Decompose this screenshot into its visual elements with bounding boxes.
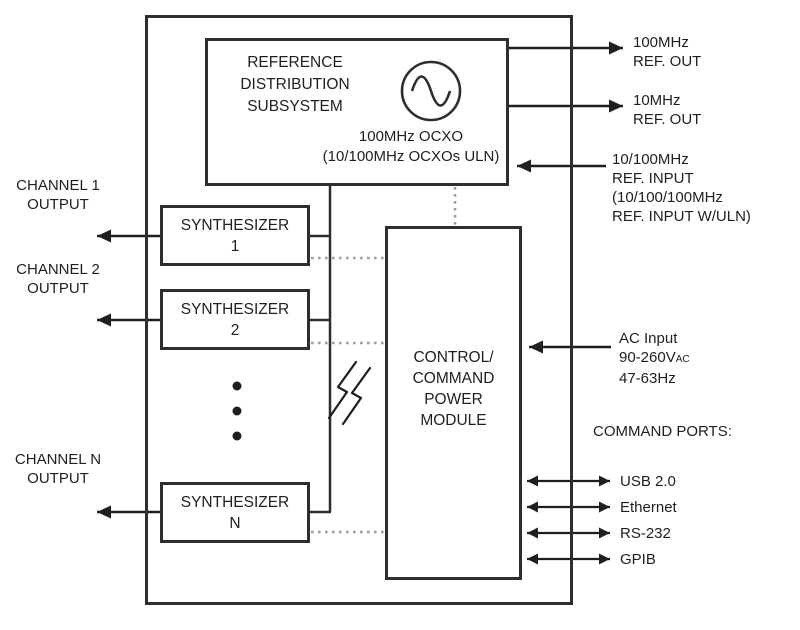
sine-wave-icon [400, 60, 462, 122]
ref-out-label-line: 10MHz [633, 92, 681, 109]
command-port-arrows [527, 475, 610, 565]
synthesizer-1-box: SYNTHESIZER 1 [160, 205, 310, 266]
reference-box-title-line: REFERENCE [247, 54, 343, 71]
ac-input-label-line: 47-63Hz [619, 370, 676, 387]
channel-label-line: OUTPUT [27, 470, 89, 487]
synthesizer-1-number: 1 [230, 237, 240, 255]
control-box-line: MODULE [420, 412, 487, 429]
control-box-line: POWER [424, 391, 483, 408]
channel-n-output-label: CHANNEL N OUTPUT [8, 450, 108, 488]
reference-box-title-line: DISTRIBUTION [240, 76, 350, 93]
ref-input-label-line: REF. INPUT [612, 170, 694, 187]
control-command-power-module-box: CONTROL/ COMMAND POWER MODULE [385, 226, 522, 580]
ref-out-label-line: REF. OUT [633, 53, 702, 70]
gpib-port-label: GPIB [620, 551, 656, 568]
ac-voltage-text: 90-260V [619, 349, 676, 366]
ref-input-label-line: 10/100MHz [612, 151, 689, 168]
oscillator-label-sub: (10/100MHz OCXOs ULN) [322, 148, 500, 165]
ref-out-label-line: 100MHz [633, 34, 689, 51]
synthesizer-2-label: SYNTHESIZER [180, 300, 290, 318]
channel-2-output-label: CHANNEL 2 OUTPUT [8, 260, 108, 298]
command-ports-title: COMMAND PORTS: [593, 423, 732, 440]
synthesizer-2-box: SYNTHESIZER 2 [160, 289, 310, 350]
control-box-line: COMMAND [412, 370, 495, 387]
oscillator-label-main: 100MHz OCXO [358, 128, 464, 145]
break-symbol-icon [327, 360, 372, 426]
control-dotted-lines [311, 187, 457, 534]
reference-box-title: REFERENCE DISTRIBUTION SUBSYSTEM [215, 52, 375, 118]
rs232-port-label: RS-232 [620, 525, 671, 542]
synthesizer-1-label: SYNTHESIZER [180, 216, 290, 234]
usb-port-label: USB 2.0 [620, 473, 676, 490]
oscillator-label: 100MHz OCXO (10/100MHz OCXOs ULN) [297, 127, 525, 167]
chassis-outline [145, 15, 573, 605]
synthesizer-2-number: 2 [230, 321, 240, 339]
channel-label-line: CHANNEL 2 [16, 261, 100, 278]
control-box-line: CONTROL/ [413, 349, 494, 366]
ac-input-label-line: AC Input [619, 330, 678, 347]
ref-out-100mhz-label: 100MHz REF. OUT [633, 33, 701, 71]
ref-input-label-line: (10/100/100MHz [612, 189, 723, 206]
ac-input-label-line: 90-260VAC [619, 348, 690, 369]
ref-input-label-line: REF. INPUT W/ULN) [612, 208, 751, 225]
synthesizer-n-number: N [229, 514, 241, 532]
ref-out-10mhz-label: 10MHz REF. OUT [633, 91, 701, 129]
ref-out-label-line: REF. OUT [633, 111, 702, 128]
ac-input-label: AC Input 90-260VAC 47-63Hz [619, 329, 690, 388]
synthesizer-n-label: SYNTHESIZER [180, 493, 290, 511]
synthesizer-n-box: SYNTHESIZER N [160, 482, 310, 543]
reference-bus-line [309, 186, 332, 514]
channel-label-line: CHANNEL 1 [16, 177, 100, 194]
reference-box-title-line: SUBSYSTEM [247, 98, 343, 115]
channel-1-output-label: CHANNEL 1 OUTPUT [8, 176, 108, 214]
reference-distribution-box: REFERENCE DISTRIBUTION SUBSYSTEM 100MHz … [205, 38, 509, 186]
ac-subscript-text: AC [675, 354, 690, 365]
channel-output-arrows [97, 229, 160, 519]
ethernet-port-label: Ethernet [620, 499, 677, 516]
ref-input-label: 10/100MHz REF. INPUT (10/100/100MHz REF.… [612, 150, 751, 226]
vertical-ellipsis-icon [232, 381, 242, 441]
channel-label-line: CHANNEL N [14, 451, 102, 468]
channel-label-line: OUTPUT [27, 196, 89, 213]
channel-label-line: OUTPUT [27, 280, 89, 297]
